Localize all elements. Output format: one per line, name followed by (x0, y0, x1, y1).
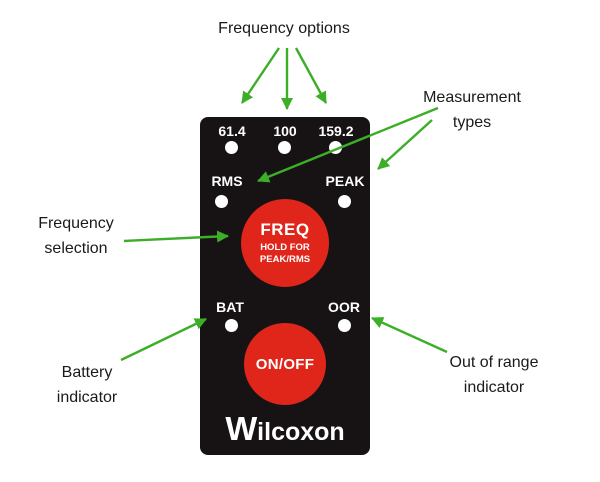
rms-led (215, 195, 228, 208)
frequency-led-100 (278, 141, 291, 154)
out-of-range-indicator-label: Out of range indicator (449, 354, 539, 396)
battery-indicator-label: Battery indicator (56, 364, 118, 406)
onoff-button[interactable]: ON/OFF (244, 323, 326, 405)
arrow-out-of-range (371, 316, 448, 354)
frequency-led-159-2 (329, 141, 342, 154)
peak-label: PEAK (325, 173, 365, 189)
frequency-selection-label: Frequency selection (38, 215, 114, 257)
frequency-value-label: 100 (273, 123, 297, 139)
peak-led (338, 195, 351, 208)
freq-button-sub1: HOLD FOR (260, 242, 310, 253)
bat-label: BAT (216, 299, 244, 315)
device-front-panel: 61.4 100 159.2 RMS PEAK FREQ HOLD FOR PE… (200, 117, 370, 455)
measurement-types-label: Measurement types (423, 89, 521, 131)
arrow-frequency-option-left (241, 47, 280, 104)
oor-led (338, 319, 351, 332)
rms-label: RMS (211, 173, 243, 189)
frequency-value-label: 61.4 (218, 123, 246, 139)
frequency-options-label: Frequency options (218, 20, 350, 37)
arrow-frequency-option-right (294, 47, 328, 104)
onoff-button-label: ON/OFF (255, 355, 315, 373)
arrow-battery-indicator (120, 317, 207, 362)
battery-led (225, 319, 238, 332)
frequency-led-61-4 (225, 141, 238, 154)
wilcoxon-logo: Wilcoxon (225, 410, 345, 448)
frequency-value-label: 159.2 (318, 123, 354, 139)
oor-label: OOR (328, 299, 360, 315)
freq-button-title: FREQ (260, 220, 310, 239)
freq-button-sub2: PEAK/RMS (259, 254, 311, 265)
freq-button[interactable]: FREQ HOLD FOR PEAK/RMS (241, 199, 329, 287)
